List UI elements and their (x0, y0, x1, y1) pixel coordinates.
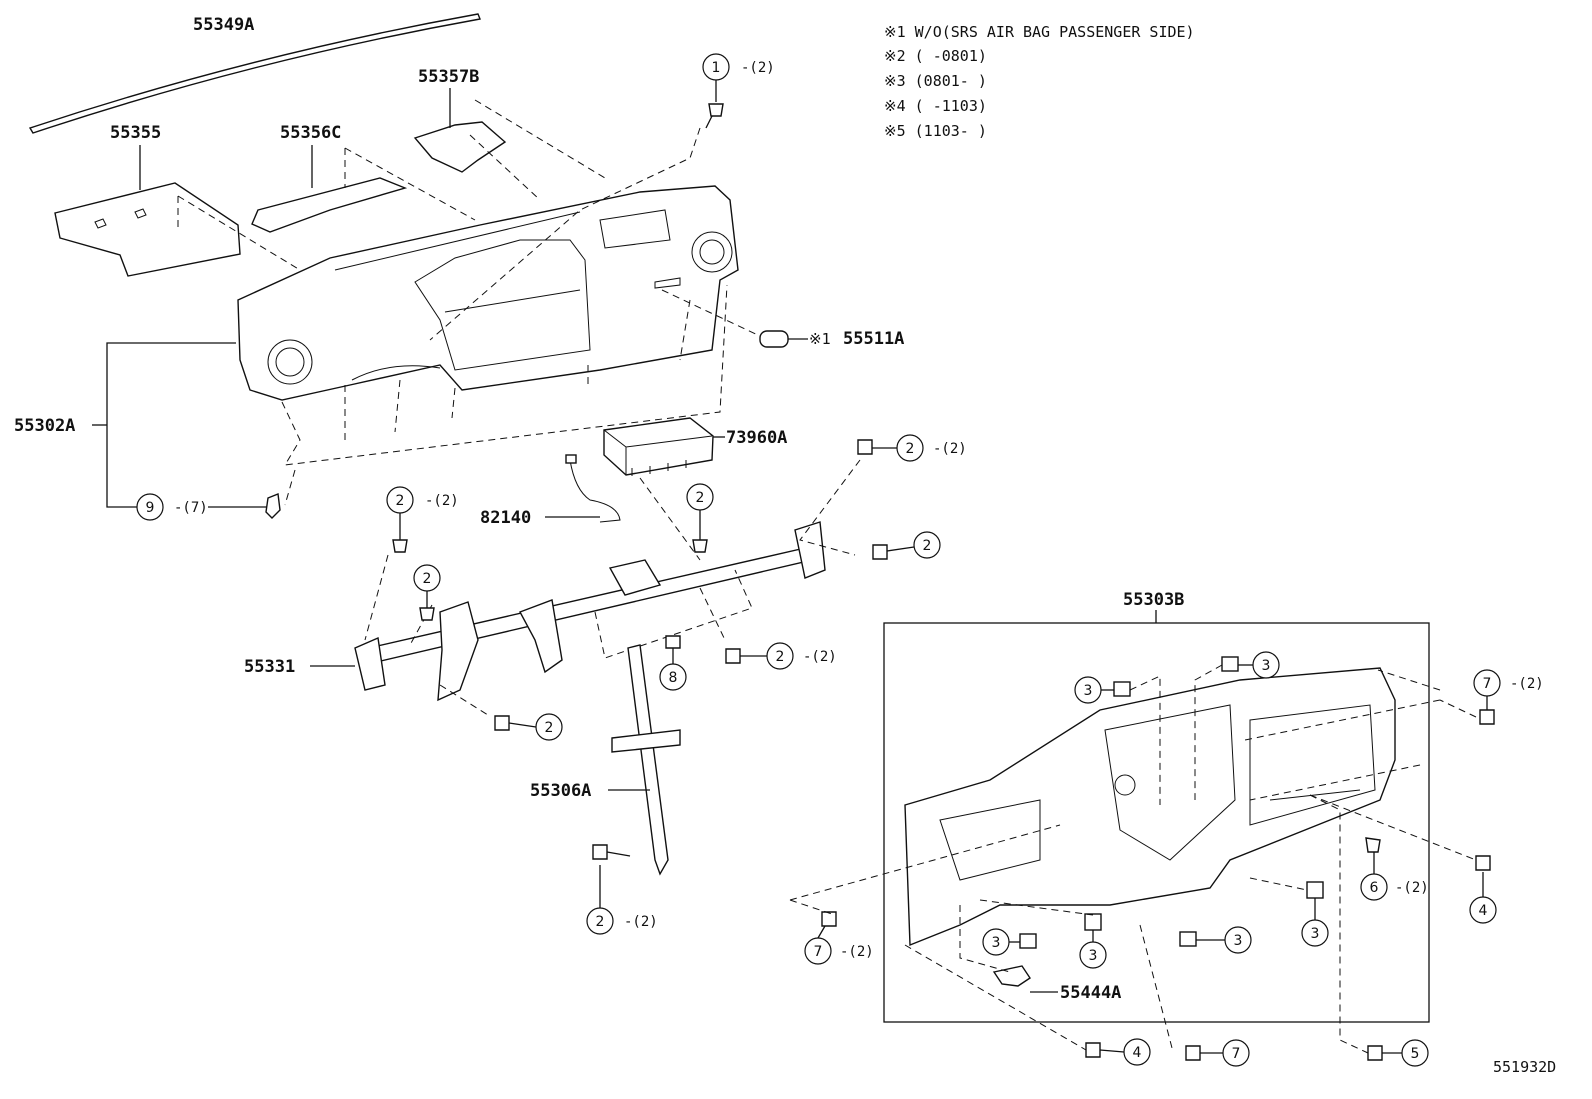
lower-panel-dashed-guides (789, 664, 1477, 1054)
callout-2c-qty: -(2) (933, 441, 967, 457)
label-55357B: 55357B (418, 67, 479, 87)
callout-3c-num: 3 (992, 935, 1001, 951)
callout-7a-num: 7 (1483, 676, 1492, 692)
callout-4b-num: 4 (1133, 1045, 1142, 1061)
callout-1-screw: 1 -(2) (702, 53, 775, 129)
part-82140: 82140 (480, 454, 621, 528)
label-55511A: 55511A (843, 329, 904, 349)
callout-1-num: 1 (712, 60, 721, 76)
callout-3a-num: 3 (1084, 683, 1093, 699)
note-5: ※5 (1103- ) (884, 122, 987, 140)
callout-3d-num: 3 (1089, 948, 1098, 964)
callout-3a-clip: 3 (1074, 676, 1131, 704)
label-73960A: 73960A (726, 428, 787, 448)
label-55444A: 55444A (1060, 983, 1121, 1003)
callout-7a-screw: 7 -(2) (1473, 669, 1544, 725)
callout-2e-bolt: 2 -(2) (725, 642, 837, 670)
callout-7b-num: 7 (814, 944, 823, 960)
callout-4a-screw: 4 (1469, 855, 1497, 924)
callout-8-num: 8 (669, 670, 678, 686)
note-2: ※2 ( -0801) (884, 47, 987, 65)
beam-dashed-guides (364, 459, 861, 716)
part-55331-beam: 55331 (244, 521, 826, 702)
part-55355: 55355 (54, 123, 241, 277)
callout-4b-screw: 4 (1085, 1038, 1151, 1066)
callout-2h-qty: -(2) (624, 914, 658, 930)
callout-3c-clip: 3 (982, 928, 1037, 956)
callout-2f-bolt: 2 (872, 531, 941, 560)
callout-2a-qty: -(2) (425, 493, 459, 509)
callout-2g-num: 2 (545, 720, 554, 736)
label-55511A-note-ref: ※1 (809, 330, 831, 348)
label-55356C: 55356C (280, 123, 341, 143)
part-55356C: 55356C (251, 123, 408, 233)
label-55306A: 55306A (530, 781, 591, 801)
callout-2e-qty: -(2) (803, 649, 837, 665)
callout-2h-num: 2 (596, 914, 605, 930)
part-55306A-brace: 55306A (530, 644, 681, 876)
callout-3b-num: 3 (1262, 658, 1271, 674)
callout-2a-bolt: 2 -(2) (386, 486, 459, 553)
callout-8-nut: 8 (659, 635, 687, 691)
callout-2b-num: 2 (423, 571, 432, 587)
callout-3b-clip: 3 (1221, 651, 1280, 679)
callout-3f-num: 3 (1311, 926, 1320, 942)
label-55303B: 55303B (1123, 590, 1184, 610)
callout-3e-num: 3 (1234, 933, 1243, 949)
callout-2d-bolt: 2 (686, 483, 714, 553)
callout-7b-screw: 7 -(2) (804, 911, 874, 965)
callout-2d-num: 2 (696, 490, 705, 506)
callout-7c-screw: 7 (1185, 1039, 1250, 1067)
part-55303B-lower-panel (904, 667, 1396, 947)
note-3: ※3 (0801- ) (884, 72, 987, 90)
part-73960A: 73960A (603, 417, 787, 476)
callout-1-qty: -(2) (741, 60, 775, 76)
callout-6-qty: -(2) (1395, 880, 1429, 896)
callout-9-qty: -(7) (174, 500, 208, 516)
callout-2c-bolt: 2 -(2) (857, 434, 967, 462)
bracket-55302A: 55302A (14, 342, 236, 508)
callout-3e-clip: 3 (1179, 926, 1252, 954)
label-55349A: 55349A (193, 15, 254, 35)
part-55349A: 55349A (28, 13, 481, 134)
panel-dashed-guides (177, 99, 761, 506)
callout-3d-clip: 3 (1079, 913, 1107, 969)
callout-2c-num: 2 (906, 441, 915, 457)
callout-3f-clip: 3 (1301, 881, 1329, 947)
callout-9-clip: 9 -(7) (136, 493, 281, 521)
part-55302A-instrument-panel (237, 185, 739, 401)
note-1: ※1 W/O(SRS AIR BAG PASSENGER SIDE) (884, 23, 1195, 41)
note-4: ※4 ( -1103) (884, 97, 987, 115)
box-55303B: 55303B (883, 590, 1430, 1023)
diagram-id: 551932D (1493, 1058, 1556, 1076)
notes-block: ※1 W/O(SRS AIR BAG PASSENGER SIDE) ※2 ( … (884, 23, 1195, 140)
callout-6-num: 6 (1370, 880, 1379, 896)
part-55357B: 55357B (413, 67, 507, 173)
callout-2f-num: 2 (923, 538, 932, 554)
callout-2e-num: 2 (776, 649, 785, 665)
callout-5-screw: 5 (1367, 1039, 1429, 1067)
callout-7b-qty: -(2) (840, 944, 874, 960)
label-55355: 55355 (110, 123, 161, 143)
label-55302A: 55302A (14, 416, 75, 436)
callout-5-num: 5 (1411, 1046, 1420, 1062)
callout-7c-num: 7 (1232, 1046, 1241, 1062)
callout-2a-num: 2 (396, 493, 405, 509)
part-55511A: ※1 55511A (759, 329, 904, 349)
callout-2g-bolt: 2 (494, 713, 563, 741)
callout-2b-bolt: 2 (413, 564, 441, 621)
label-82140: 82140 (480, 508, 531, 528)
callout-7a-qty: -(2) (1510, 676, 1544, 692)
label-55331: 55331 (244, 657, 295, 677)
callout-6-clip: 6 -(2) (1360, 837, 1429, 901)
callout-9-num: 9 (146, 500, 155, 516)
callout-2h-bolt: 2 -(2) (586, 844, 658, 935)
callout-4a-num: 4 (1479, 903, 1488, 919)
part-55444A: 55444A (992, 965, 1121, 1003)
